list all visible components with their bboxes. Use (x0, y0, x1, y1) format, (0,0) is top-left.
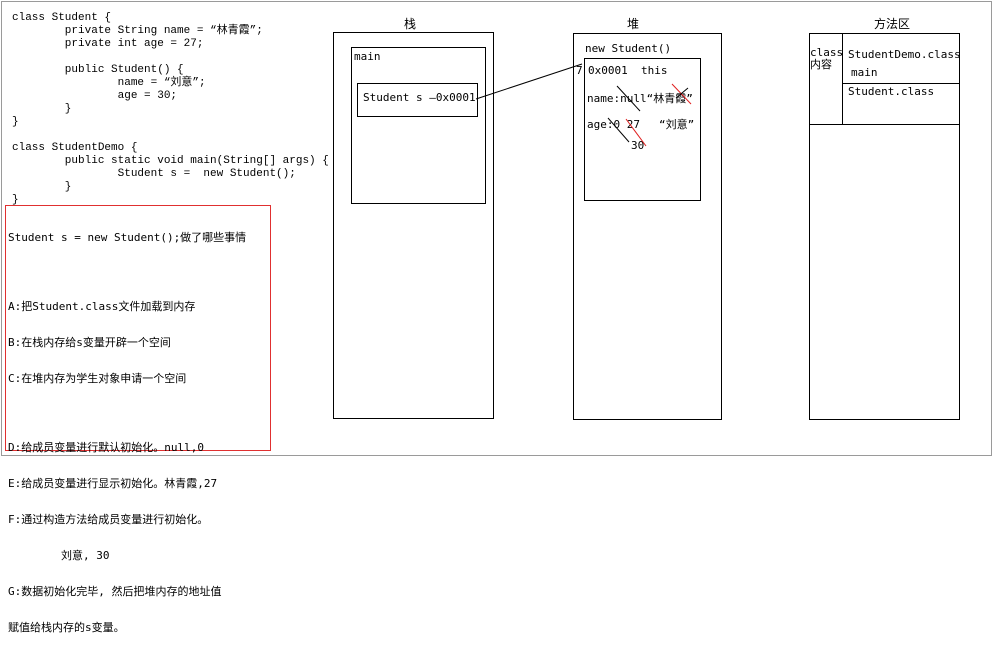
method-area-student-class: Student.class (848, 85, 935, 98)
steps-box: Student s = new Student();做了哪些事情 A:把Stud… (5, 205, 271, 634)
code-line: age = 30; (12, 90, 178, 102)
code-line: private int age = 27; (12, 38, 204, 50)
code-line: class Student { (12, 12, 112, 24)
heap-address: 0x0001 (588, 64, 628, 77)
method-area-title: 方法区 (874, 17, 911, 31)
stack-variable-s (357, 83, 478, 117)
canvas-frame (1, 1, 992, 456)
heap-this-label: this (641, 64, 668, 77)
step-b: B:在栈内存给s变量开辟一个空间 (8, 336, 171, 349)
step-a: A:把Student.class文件加载到内存 (8, 300, 196, 313)
heap-age-new-value: 30 (631, 139, 645, 152)
method-area-class-table (809, 33, 960, 125)
step-g: G:数据初始化完毕, 然后把堆内存的地址值 (8, 585, 222, 598)
heap-title: 堆 (627, 17, 640, 31)
method-area-divider-v (842, 33, 843, 125)
stack-frame-main (351, 47, 486, 204)
step-e: E:给成员变量进行显示初始化。林青霞,27 (8, 477, 218, 490)
step-f-values: 刘意, 30 (8, 549, 110, 562)
code-line: } (12, 116, 19, 128)
code-line: public static void main(String[] args) { (12, 155, 329, 167)
stack-region (333, 32, 494, 419)
step-d: D:给成员变量进行默认初始化。null,0 (8, 441, 204, 454)
code-line: private String name = “林青霞”; (12, 25, 263, 37)
heap-arrow-digit: 7 (576, 64, 583, 77)
code-line: } (12, 194, 19, 206)
step-f: F:通过构造方法给成员变量进行初始化。 (8, 513, 209, 526)
step-g-cont: 赋值给栈内存的s变量。 (8, 621, 125, 634)
stack-frame-label: main (354, 50, 381, 63)
method-area-divider-h (842, 83, 960, 84)
heap-age-field: age:0 27 (587, 118, 640, 131)
heap-name-field: name:null“林青霞” (587, 92, 693, 105)
method-area-class-label: class (810, 46, 844, 59)
step-c: C:在堆内存为学生对象申请一个空间 (8, 372, 187, 385)
heap-name-new-value: “刘意” (659, 118, 695, 131)
heap-object (584, 58, 701, 201)
code-line: public Student() { (12, 64, 184, 76)
code-listing: class Student { private String name = “林… (12, 12, 329, 207)
code-line: name = “刘意”; (12, 77, 206, 89)
heap-region (573, 33, 722, 420)
method-area-demo-class: StudentDemo.class (848, 48, 961, 61)
heap-object-label: new Student() (585, 42, 672, 55)
code-line: } (12, 181, 72, 193)
steps-question: Student s = new Student();做了哪些事情 (8, 231, 247, 244)
code-line: } (12, 103, 72, 115)
method-area-content-label: 内容 (810, 58, 832, 71)
stack-variable-label: Student s —0x0001 (363, 91, 476, 104)
stack-title: 栈 (404, 17, 417, 31)
method-area-demo-main: main (851, 66, 878, 79)
code-line: Student s = new Student(); (12, 168, 296, 180)
code-line: class StudentDemo { (12, 142, 138, 154)
